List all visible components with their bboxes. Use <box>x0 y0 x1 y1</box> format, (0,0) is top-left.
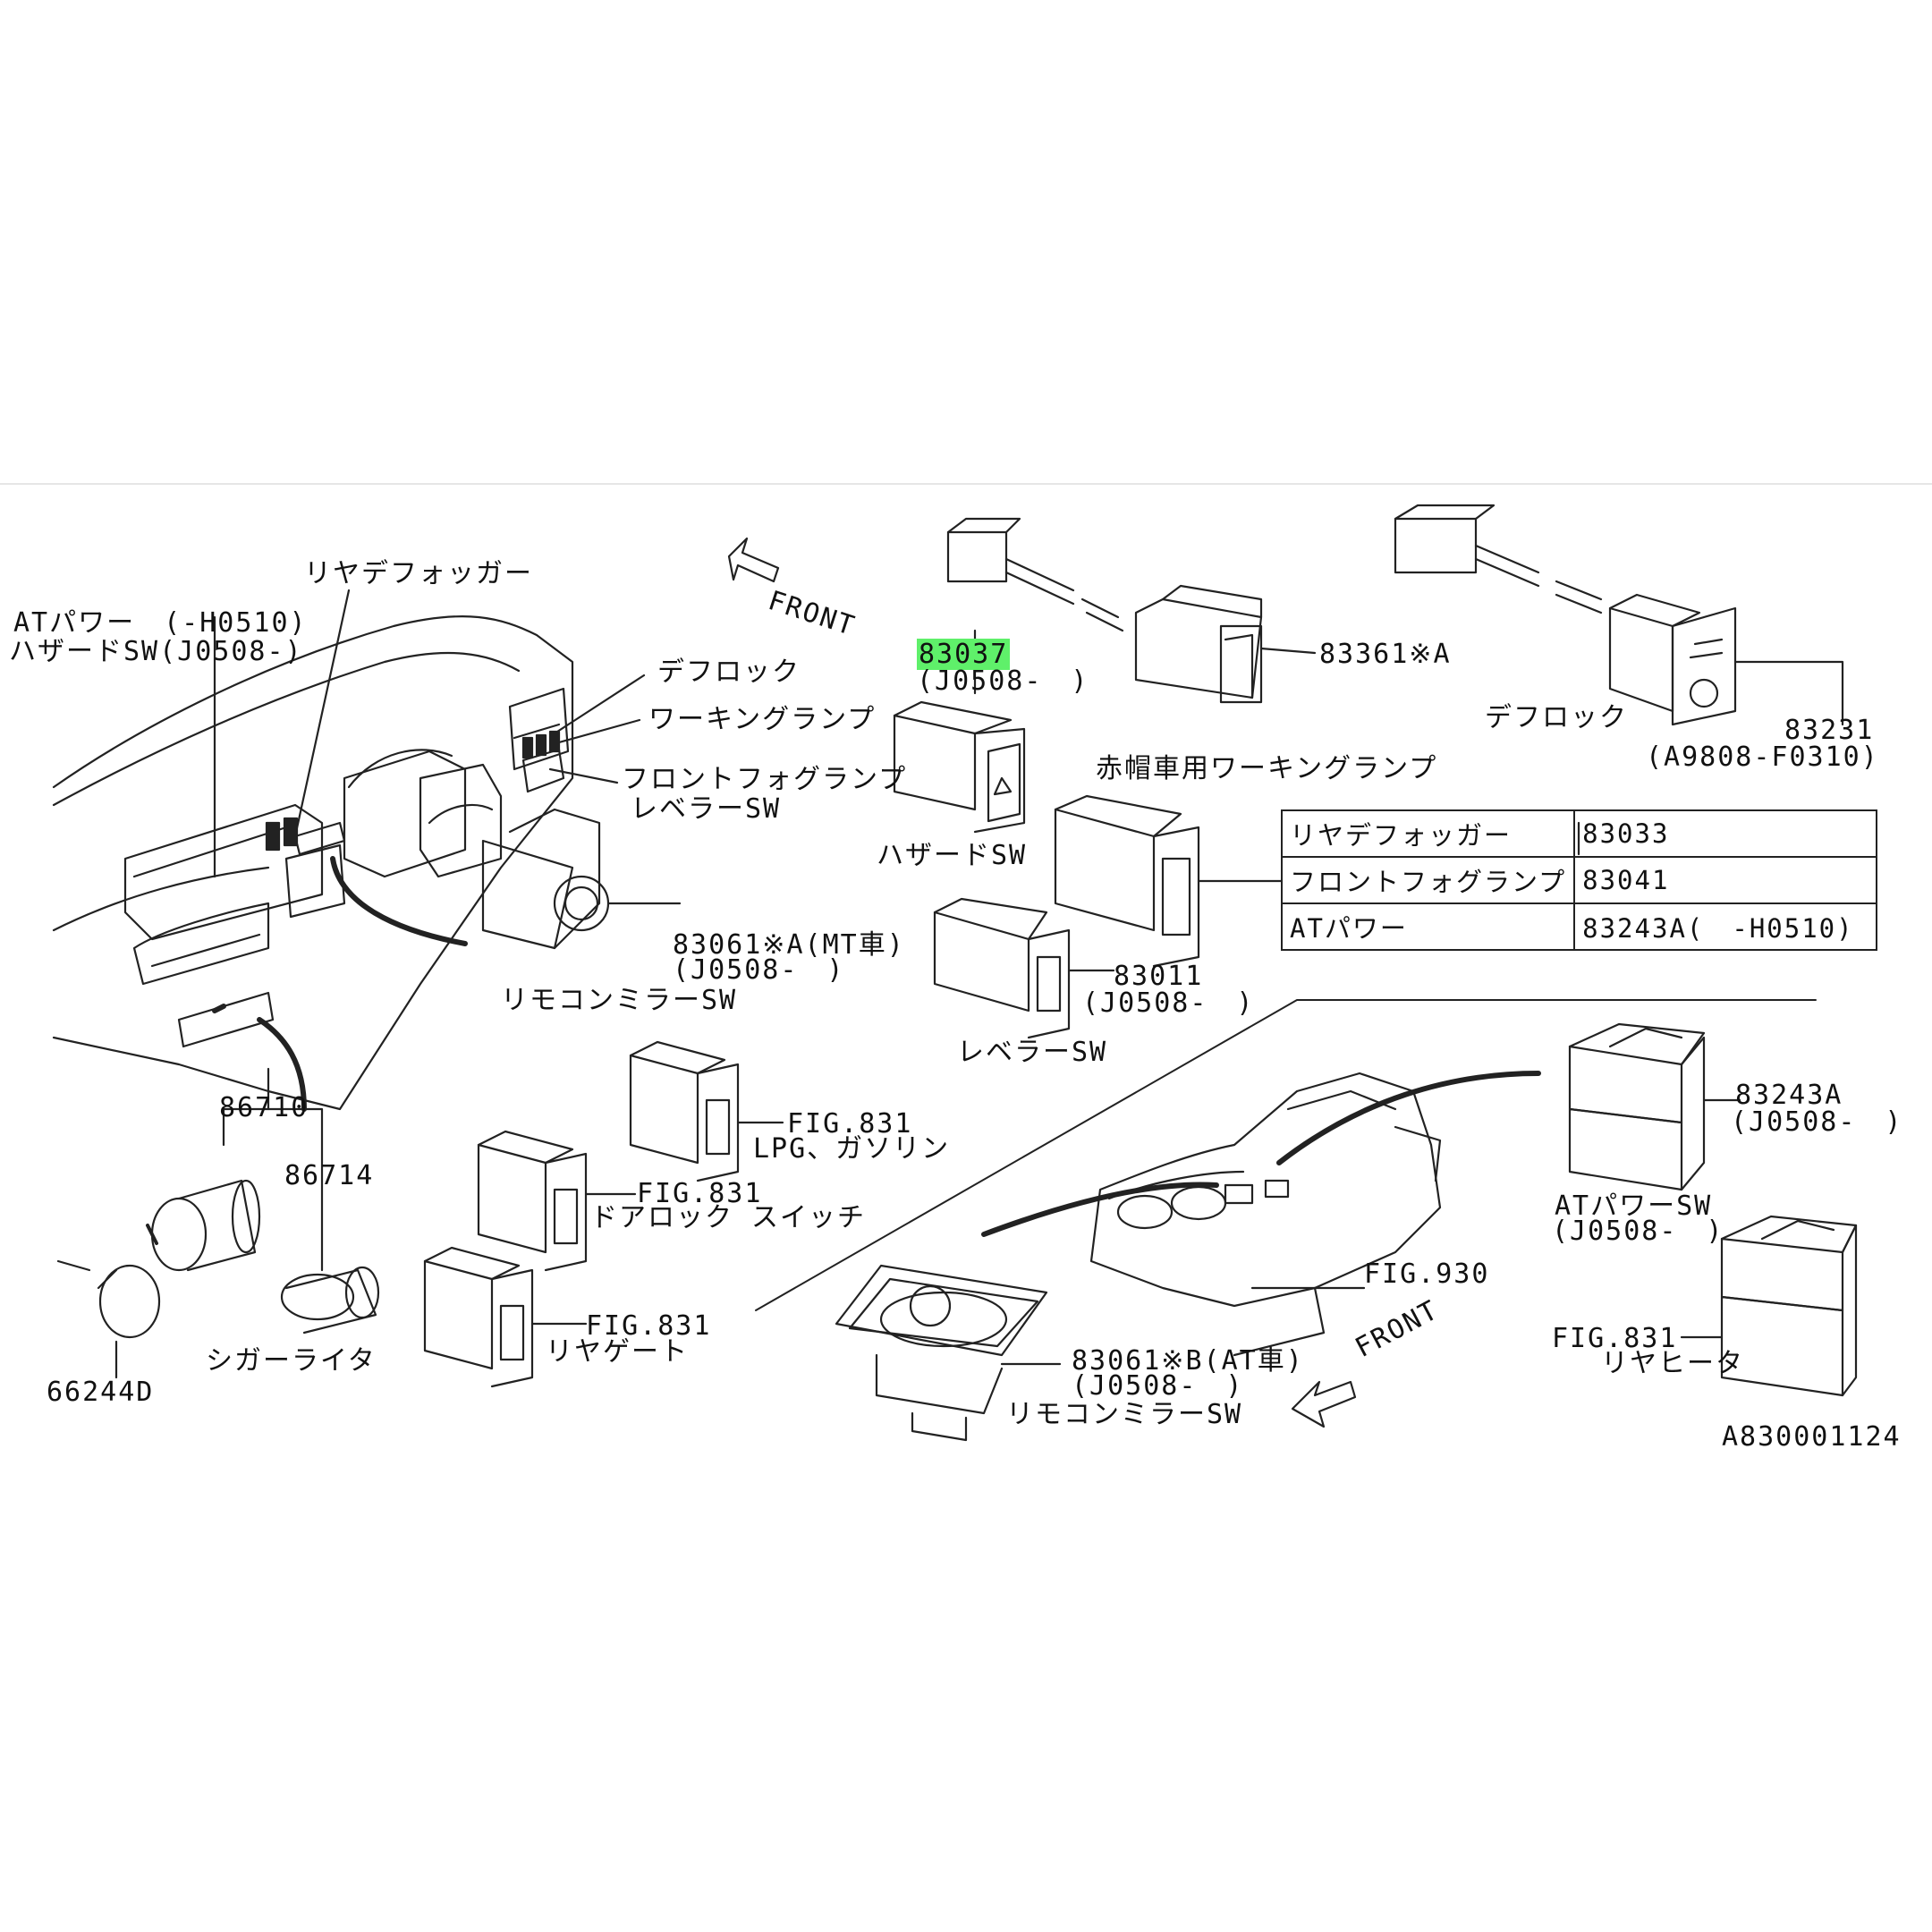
label-part-83361a: 83361※A <box>1319 639 1452 670</box>
label-j0508-f: (J0508- ) <box>1072 1370 1244 1402</box>
label-working-lamp-left: ワーキングランプ <box>648 704 877 735</box>
label-remocon-mirror-sw-a: リモコンミラーSW <box>501 985 738 1016</box>
label-fig831-doorlock: FIG.831 <box>637 1178 763 1209</box>
label-part-83061a: 83061※A(MT車) <box>673 929 905 961</box>
label-lpg-gasoline: LPG、ガソリン <box>753 1133 951 1165</box>
center-console-illustration <box>984 1073 1538 1355</box>
label-fig930: FIG.930 <box>1364 1258 1490 1290</box>
label-fig831-lpg: FIG.831 <box>787 1108 913 1140</box>
label-leveler-sw-left: レベラーSW <box>631 793 782 825</box>
label-part-83011: 83011 <box>1114 961 1204 992</box>
table-cell-name: ATパワー <box>1280 902 1576 951</box>
table-cell-part: 83033 <box>1573 809 1878 858</box>
label-part-86714: 86714 <box>284 1160 375 1191</box>
label-part-83243a: 83243A <box>1735 1080 1843 1111</box>
table-switch-illustration <box>1055 796 1281 966</box>
label-rear-gate: リヤゲート <box>546 1336 689 1368</box>
label-at-power-top: ATパワー (-H0510) <box>13 607 308 639</box>
label-door-lock-switch: ドアロック スイッチ <box>590 1202 867 1233</box>
rear-heater-switch-illustration <box>1682 1216 1856 1395</box>
label-fig831-rear-gate: FIG.831 <box>586 1310 712 1342</box>
label-rear-heater: リヤヒータ <box>1601 1348 1744 1379</box>
label-j0508-a: (J0508- ) <box>917 665 1089 697</box>
label-leveler-sw: レベラーSW <box>957 1037 1108 1068</box>
fig831-switches-illustration <box>425 1042 783 1386</box>
label-j0508-d: (J0508- ) <box>1731 1106 1903 1138</box>
label-hazard-sw-top: ハザードSW(J0508-) <box>9 636 303 667</box>
label-part-86710: 86710 <box>219 1092 309 1123</box>
label-hazard-sw: ハザードSW <box>877 840 1028 871</box>
label-j0508-b: (J0508- ) <box>673 954 845 986</box>
label-drawing-no: A830001124 <box>1722 1421 1902 1453</box>
table-row: フロントフォグランプ 83041 <box>1280 856 1878 904</box>
parts-diagram <box>0 483 1932 1453</box>
table-cell-part: 83041 <box>1573 856 1878 904</box>
table-row: リヤデフォッガー 83033 <box>1280 809 1878 858</box>
label-a9808: (A9808-F0310) <box>1646 741 1879 773</box>
cigar-lighter-illustration <box>58 1069 378 1377</box>
front-arrow-top <box>729 538 778 581</box>
label-part-83061b: 83061※B(AT車) <box>1072 1345 1304 1377</box>
table-cell-name: フロントフォグランプ <box>1280 856 1576 904</box>
label-cigar-lighter: シガーライタ <box>206 1345 377 1377</box>
label-front-fog-lamp-left: フロントフォグランプ <box>622 764 908 795</box>
label-fig831-rear-heater: FIG.831 <box>1552 1323 1678 1354</box>
label-part-83231: 83231 <box>1784 715 1875 746</box>
mirror-switch-a-illustration <box>483 809 680 948</box>
label-part-83037: 83037 <box>917 639 1011 670</box>
switch-83231-illustration <box>1395 505 1843 724</box>
table-cell-part: 83243A( -H0510) <box>1573 902 1878 951</box>
label-remocon-mirror-sw-b: リモコンミラーSW <box>1006 1399 1243 1430</box>
table-cell-name: リヤデフォッガー <box>1280 809 1576 858</box>
label-deflock-right: デフロック <box>1485 702 1628 733</box>
at-power-switch-illustration <box>1570 1024 1740 1190</box>
dashboard-illustration <box>54 590 644 1109</box>
switch-83361a-illustration <box>948 519 1315 702</box>
label-j0508-c: (J0508- ) <box>1082 987 1255 1019</box>
legend-table: リヤデフォッガー 83033 フロントフォグランプ 83041 ATパワー 83… <box>1280 809 1878 951</box>
highlight-83037: 83037 <box>917 639 1011 670</box>
label-deflock-left: デフロック <box>657 657 801 688</box>
table-row: ATパワー 83243A( -H0510) <box>1280 902 1878 951</box>
label-j0508-e: (J0508- ) <box>1552 1216 1724 1247</box>
label-part-66244d: 66244D <box>47 1377 155 1408</box>
front-arrow-bottom <box>1292 1382 1355 1427</box>
label-red-cap-working-lamp: 赤帽車用ワーキングランプ <box>1096 753 1438 784</box>
label-at-power-sw: ATパワーSW <box>1555 1191 1713 1222</box>
leveler-switch-illustration <box>935 899 1114 1038</box>
label-rear-defogger: リヤデフォッガー <box>304 558 533 589</box>
section-divider <box>756 1000 1816 1310</box>
mirror-switch-b-illustration <box>836 1266 1060 1440</box>
